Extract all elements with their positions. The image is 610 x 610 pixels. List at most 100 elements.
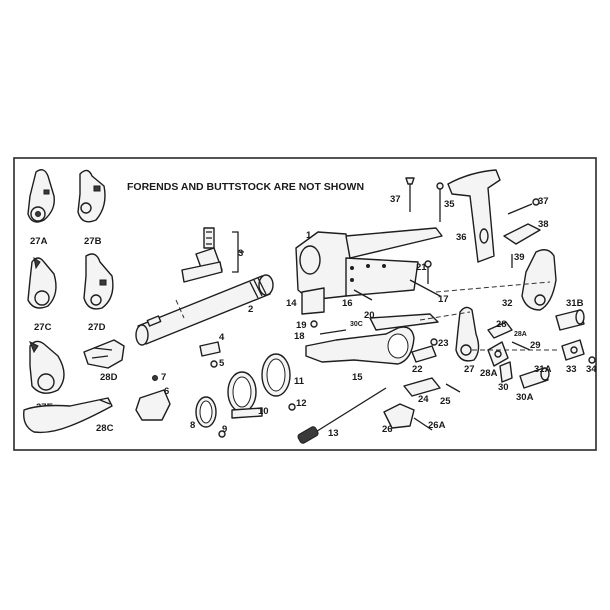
part-30-pin <box>499 361 513 383</box>
label-7: 7 <box>161 372 166 383</box>
label-31a: 31A <box>534 364 552 375</box>
label-34: 34 <box>586 364 597 375</box>
label-24: 24 <box>418 394 429 405</box>
label-2: 2 <box>248 304 253 315</box>
label-28a: 28A <box>480 368 498 379</box>
part-5-screw <box>210 360 218 368</box>
diagram-frame <box>13 157 597 451</box>
part-26-lever <box>383 403 415 429</box>
label-35: 35 <box>444 199 455 210</box>
part-21-screw <box>424 260 432 284</box>
part-33-cup <box>561 339 585 361</box>
part-27-hammer <box>455 306 480 362</box>
label-13: 13 <box>328 428 339 439</box>
label-11: 11 <box>294 376 305 387</box>
label-32: 32 <box>502 298 513 309</box>
label-27b: 27B <box>84 236 102 247</box>
guide-line-barrel <box>175 299 185 319</box>
part-9-screw <box>218 430 226 438</box>
label-18: 18 <box>294 331 305 342</box>
note-text: FORENDS AND BUTTSTOCK ARE NOT SHOWN <box>127 181 364 193</box>
part-35-screw <box>436 182 444 222</box>
part-27a-hammer <box>27 169 55 223</box>
part-3-sight-assembly <box>181 227 223 283</box>
label-12: 12 <box>296 398 307 409</box>
part-11-band <box>261 353 291 397</box>
label-8: 8 <box>190 420 195 431</box>
part-6-forend-iron <box>135 389 171 421</box>
part-7-pin <box>152 375 158 381</box>
part-29-pin <box>511 341 531 351</box>
label-36: 36 <box>456 232 467 243</box>
part-37-screw-top <box>405 177 415 212</box>
part-26a-pin <box>413 417 433 431</box>
label-28c: 28C <box>96 423 114 434</box>
part-16-pin <box>353 289 373 301</box>
part-8-band <box>195 396 217 428</box>
label-21: 21 <box>416 262 427 273</box>
part-15-trigger-guard <box>305 326 415 365</box>
label-26a: 26A <box>428 420 446 431</box>
part-1-receiver <box>295 227 443 301</box>
label-10: 10 <box>258 406 269 417</box>
label-4: 4 <box>219 332 225 343</box>
label-31b: 31B <box>566 298 584 309</box>
label-16: 16 <box>342 298 353 309</box>
part-28-sear <box>487 321 513 339</box>
part-25-pin <box>445 383 461 393</box>
part-27b-hammer <box>77 169 106 223</box>
label-25: 25 <box>440 396 451 407</box>
label-19: 19 <box>296 320 307 331</box>
part-32-hammer <box>521 249 557 311</box>
label-22: 22 <box>412 364 423 375</box>
part-36-tang <box>447 169 501 263</box>
part-34-screw <box>588 356 596 364</box>
part-17-pin <box>409 279 441 297</box>
part-12-screw <box>288 403 296 411</box>
guide-line-lock <box>435 281 551 293</box>
part-27c-hammer <box>27 256 57 309</box>
part-37-screw-right <box>507 198 540 215</box>
part-14-block <box>301 287 325 315</box>
label-30: 30 <box>498 382 509 393</box>
label-33: 33 <box>566 364 577 375</box>
part-10-band <box>227 371 263 419</box>
part-13-rod <box>297 387 387 444</box>
label-20: 20 <box>364 310 375 321</box>
part-2-barrel <box>135 274 274 346</box>
part-38-link <box>503 223 541 245</box>
label-30a: 30A <box>516 392 534 403</box>
label-6: 6 <box>164 386 169 397</box>
label-39: 39 <box>514 252 525 263</box>
part-27d-hammer <box>83 253 114 310</box>
label-17: 17 <box>438 294 449 305</box>
label-28a-small: 28A <box>514 331 527 338</box>
label-9: 9 <box>222 424 227 435</box>
label-1: 1 <box>306 230 312 241</box>
label-27d: 27D <box>88 322 106 333</box>
label-27a: 27A <box>30 236 48 247</box>
part-28d-plate <box>83 339 125 369</box>
label-28: 28 <box>496 319 507 330</box>
part-19-screw <box>310 320 318 328</box>
guide-line-trigger <box>419 311 471 321</box>
label-15: 15 <box>352 372 363 383</box>
part-18-spring <box>319 329 347 335</box>
part-31b-pin <box>555 309 585 331</box>
label-28d: 28D <box>100 372 118 383</box>
label-29: 29 <box>530 340 541 351</box>
label-27c: 27C <box>34 322 52 333</box>
part-27e-hammer <box>29 340 65 394</box>
part-24-plate <box>403 377 441 397</box>
part-4-clip <box>199 341 221 357</box>
label-14: 14 <box>286 298 297 309</box>
label-3: 3 <box>238 248 243 259</box>
part-22-plate <box>411 345 437 363</box>
part-31a-pin <box>519 367 550 389</box>
part-20-trigger <box>369 313 439 331</box>
bracket-3 <box>232 231 244 273</box>
label-23: 23 <box>438 338 449 349</box>
label-37-top: 37 <box>390 194 401 205</box>
label-38: 38 <box>538 219 549 230</box>
